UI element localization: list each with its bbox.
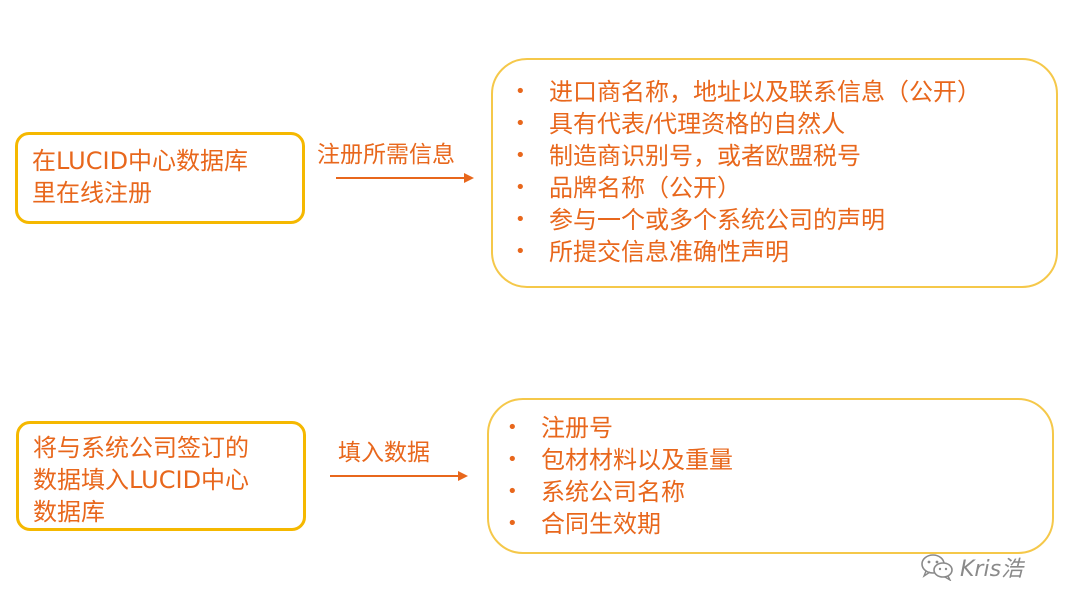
arrow-label-registration-info: 注册所需信息 — [317, 142, 455, 168]
list-item: • 品牌名称（公开） — [513, 172, 1046, 204]
bullet-dot-icon: • — [507, 449, 518, 470]
bullet-dot-icon: • — [515, 241, 526, 262]
list-item: • 参与一个或多个系统公司的声明 — [513, 204, 1046, 236]
step-text-line: 将与系统公司签订的 — [33, 434, 249, 462]
bullet-dot-icon: • — [507, 481, 518, 502]
list-item: • 合同生效期 — [505, 508, 1042, 540]
list-item: • 进口商名称，地址以及联系信息（公开） — [513, 76, 1046, 108]
list-item: • 具有代表/代理资格的自然人 — [513, 108, 1046, 140]
list-item-text: 包材材料以及重量 — [541, 446, 733, 474]
list-item: • 所提交信息准确性声明 — [513, 236, 1046, 268]
list-item-text: 具有代表/代理资格的自然人 — [549, 110, 846, 138]
bullet-dot-icon: • — [515, 209, 526, 230]
watermark: Kris浩 — [920, 550, 1060, 584]
arrow-label-fill-data: 填入数据 — [338, 440, 430, 466]
bullet-dot-icon: • — [507, 417, 518, 438]
bullet-list: • 注册号 • 包材材料以及重量 • 系统公司名称 • 合同生效期 — [505, 412, 1042, 540]
bullet-dot-icon: • — [515, 177, 526, 198]
list-item-text: 合同生效期 — [541, 510, 661, 538]
watermark-text: Kris浩 — [960, 557, 1024, 582]
list-item: • 制造商识别号，或者欧盟税号 — [513, 140, 1046, 172]
bullet-list: • 进口商名称，地址以及联系信息（公开） • 具有代表/代理资格的自然人 • 制造商识… — [513, 76, 1046, 268]
bullet-dot-icon: • — [515, 113, 526, 134]
list-item-text: 所提交信息准确性声明 — [549, 238, 789, 266]
list-item-text: 进口商名称，地址以及联系信息（公开） — [549, 78, 981, 106]
step-text-line: 里在线注册 — [32, 179, 152, 207]
list-item: • 注册号 — [505, 412, 1042, 444]
list-item-text: 品牌名称（公开） — [549, 174, 741, 202]
bullet-dot-icon: • — [515, 145, 526, 166]
step-box-register-online: 在LUCID中心数据库 里在线注册 — [15, 132, 305, 224]
arrow-right-icon — [330, 471, 468, 481]
list-item-text: 系统公司名称 — [541, 478, 685, 506]
step-box-fill-data: 将与系统公司签订的 数据填入LUCID中心 数据库 — [16, 421, 306, 531]
list-item: • 包材材料以及重量 — [505, 444, 1042, 476]
list-item-text: 制造商识别号，或者欧盟税号 — [549, 142, 861, 170]
list-item: • 系统公司名称 — [505, 476, 1042, 508]
arrow-right-icon — [336, 173, 474, 183]
list-item-text: 参与一个或多个系统公司的声明 — [549, 206, 885, 234]
bullet-dot-icon: • — [507, 513, 518, 534]
step-text-line: 在LUCID中心数据库 — [32, 147, 249, 175]
info-box-data-fields: • 注册号 • 包材材料以及重量 • 系统公司名称 • 合同生效期 — [487, 398, 1054, 554]
wechat-icon — [921, 554, 953, 581]
info-box-required-registration-info: • 进口商名称，地址以及联系信息（公开） • 具有代表/代理资格的自然人 • 制造商识… — [491, 58, 1058, 288]
step-text-line: 数据库 — [33, 498, 105, 526]
bullet-dot-icon: • — [515, 81, 526, 102]
list-item-text: 注册号 — [541, 414, 613, 442]
step-text-line: 数据填入LUCID中心 — [33, 466, 250, 494]
